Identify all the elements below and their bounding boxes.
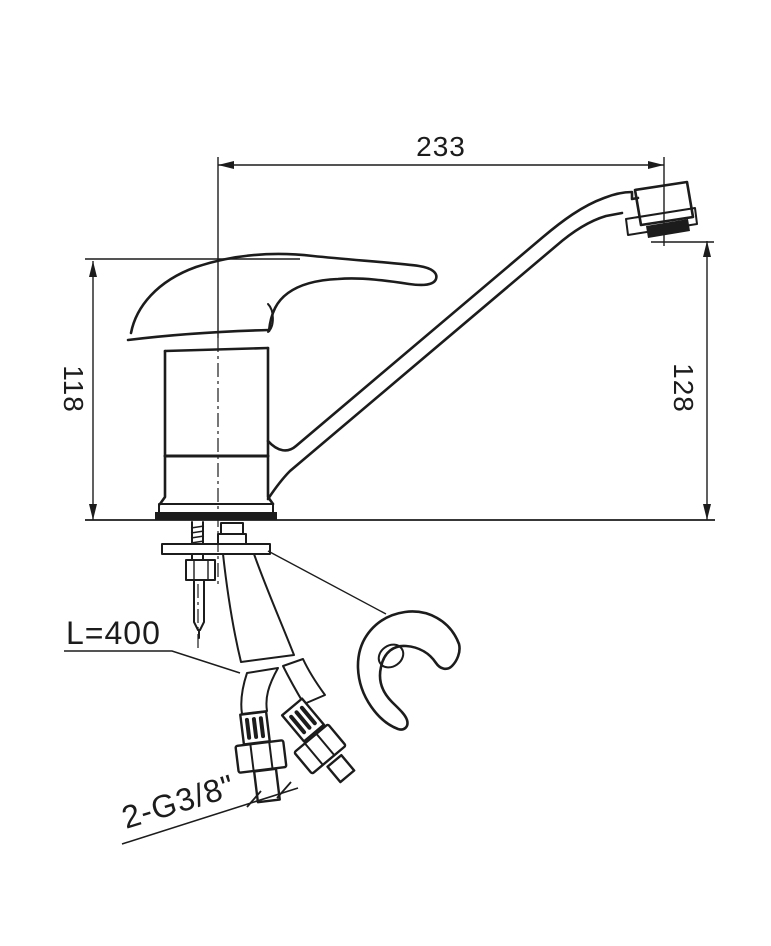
spout-upper-edge [266,190,640,452]
supply-hoses [222,553,356,804]
braided-hose-right [282,658,326,705]
dome-cap-edge [126,328,271,342]
hose-nut-right [293,723,347,775]
hose-fitting-left [239,710,271,746]
braided-hose-upper [222,553,295,663]
mounting-hardware [161,521,271,648]
hose-nut-left [234,739,288,774]
dim-arrow-right [648,161,664,169]
dimension-body-height: 118 [58,258,300,520]
dimension-spout-reach: 233 [217,131,665,588]
leader-tick-1 [246,790,262,808]
faucet-outline [126,180,698,520]
body-left-edge [158,349,167,506]
mounting-nut [185,559,216,581]
dim-value-233: 233 [416,131,466,162]
supply-nipple-top [220,522,244,535]
base-gasket [155,512,277,520]
lever-handle [129,252,438,335]
body-right-edge [266,346,275,506]
hose-length-leader [64,650,241,674]
annotation-hose-length: L=400 [64,615,241,674]
supply-nipple [217,533,247,545]
wrench-hole [377,643,405,669]
dim-value-128: 128 [668,363,699,413]
hose-thread-leader [121,787,299,845]
horseshoe-washer [161,543,271,555]
hose-tube-left [252,767,281,804]
base-flange [158,503,274,514]
hose-length-label: L=400 [66,615,161,651]
hose-stub-right [326,753,356,784]
dim-value-118: 118 [58,365,89,413]
hose-fitting-right [280,697,326,743]
spout-lower-edge [266,211,624,501]
dim-arrow-left [218,161,234,169]
mounting-wrench [356,610,461,731]
stud-threads [190,525,205,544]
wrench-leader-line [267,550,387,615]
braided-hose-left [240,667,279,715]
aerator-housing [625,207,698,236]
dimension-outlet-height: 128 [651,241,714,520]
stud-rod [193,579,205,639]
leader-tick-2 [276,781,292,799]
aerator-outlet [646,219,690,238]
body-band-top [163,346,270,353]
spout-tip-box [633,180,695,227]
